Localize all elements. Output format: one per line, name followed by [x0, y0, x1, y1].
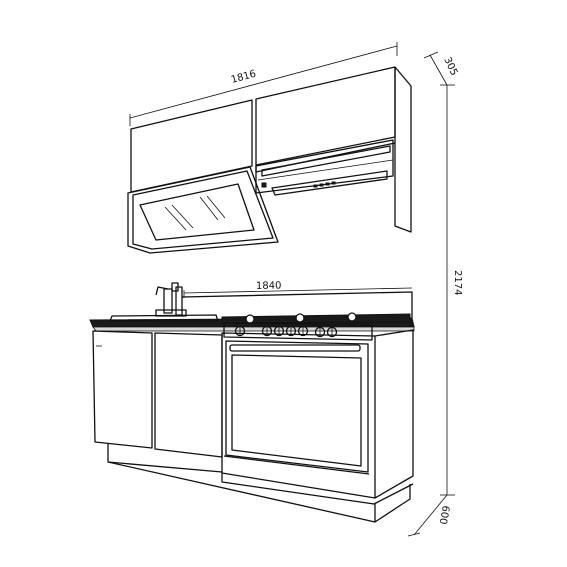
- dimension-top-width: 1816: [230, 69, 257, 86]
- glass-reflection: [164, 206, 187, 231]
- wall-cabinet-left: [130, 99, 253, 193]
- dimension-lines: [129, 42, 455, 537]
- dimension-base-depth: 600: [437, 504, 451, 525]
- glass-cabinet: [127, 166, 279, 254]
- dimension-height: 2174: [452, 270, 463, 295]
- dimension-counter-width: 1840: [256, 281, 282, 292]
- oven-handle: [229, 344, 361, 352]
- oven-door: [225, 340, 369, 473]
- range-hood-body: [255, 139, 394, 194]
- hob-surface: [221, 313, 411, 324]
- range-hood-filter: [271, 170, 388, 196]
- plinth: [107, 444, 223, 473]
- base-cabinet-unit: [89, 291, 415, 523]
- range-hood: [255, 139, 394, 196]
- base-door-middle: [154, 332, 223, 458]
- faucet: [155, 282, 183, 316]
- wall-cabinet-right: [255, 66, 396, 166]
- oven: [223, 322, 373, 475]
- wall-cabinet-side-panel: [394, 66, 412, 233]
- glass-cabinet-frame: [127, 166, 279, 254]
- gas-hob: [221, 312, 411, 324]
- hood-control-icon: [313, 184, 318, 188]
- oven-knob-icon: [234, 325, 246, 337]
- dimension-wall-depth: 305: [441, 56, 459, 78]
- glass-panel: [139, 183, 255, 241]
- base-door-left: [92, 330, 153, 449]
